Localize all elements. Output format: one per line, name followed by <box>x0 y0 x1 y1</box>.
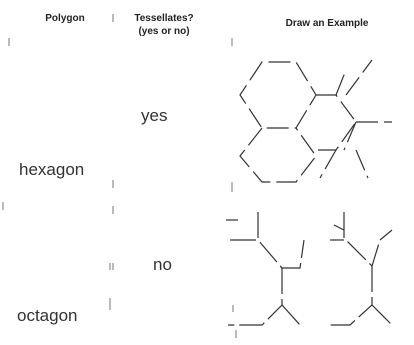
table-grid-marks <box>2 14 237 338</box>
hexagon-tessellates-value: yes <box>141 106 168 125</box>
header-tessellates-line1: Tessellates? <box>134 13 194 24</box>
header-tessellates-line2: (yes or no) <box>138 26 190 37</box>
header-draw-example: Draw an Example <box>285 18 369 29</box>
header-tessellates: Tessellates? (yes or no) <box>124 12 204 38</box>
header-polygon: Polygon <box>45 13 85 24</box>
polygon-name-hexagon: hexagon <box>19 160 85 179</box>
octagon-non-tessellation-drawing <box>226 212 393 326</box>
polygon-name-octagon: octagon <box>17 306 78 325</box>
hexagon-tessellation-drawing <box>239 59 392 183</box>
octagon-tessellates-value: no <box>153 255 172 274</box>
